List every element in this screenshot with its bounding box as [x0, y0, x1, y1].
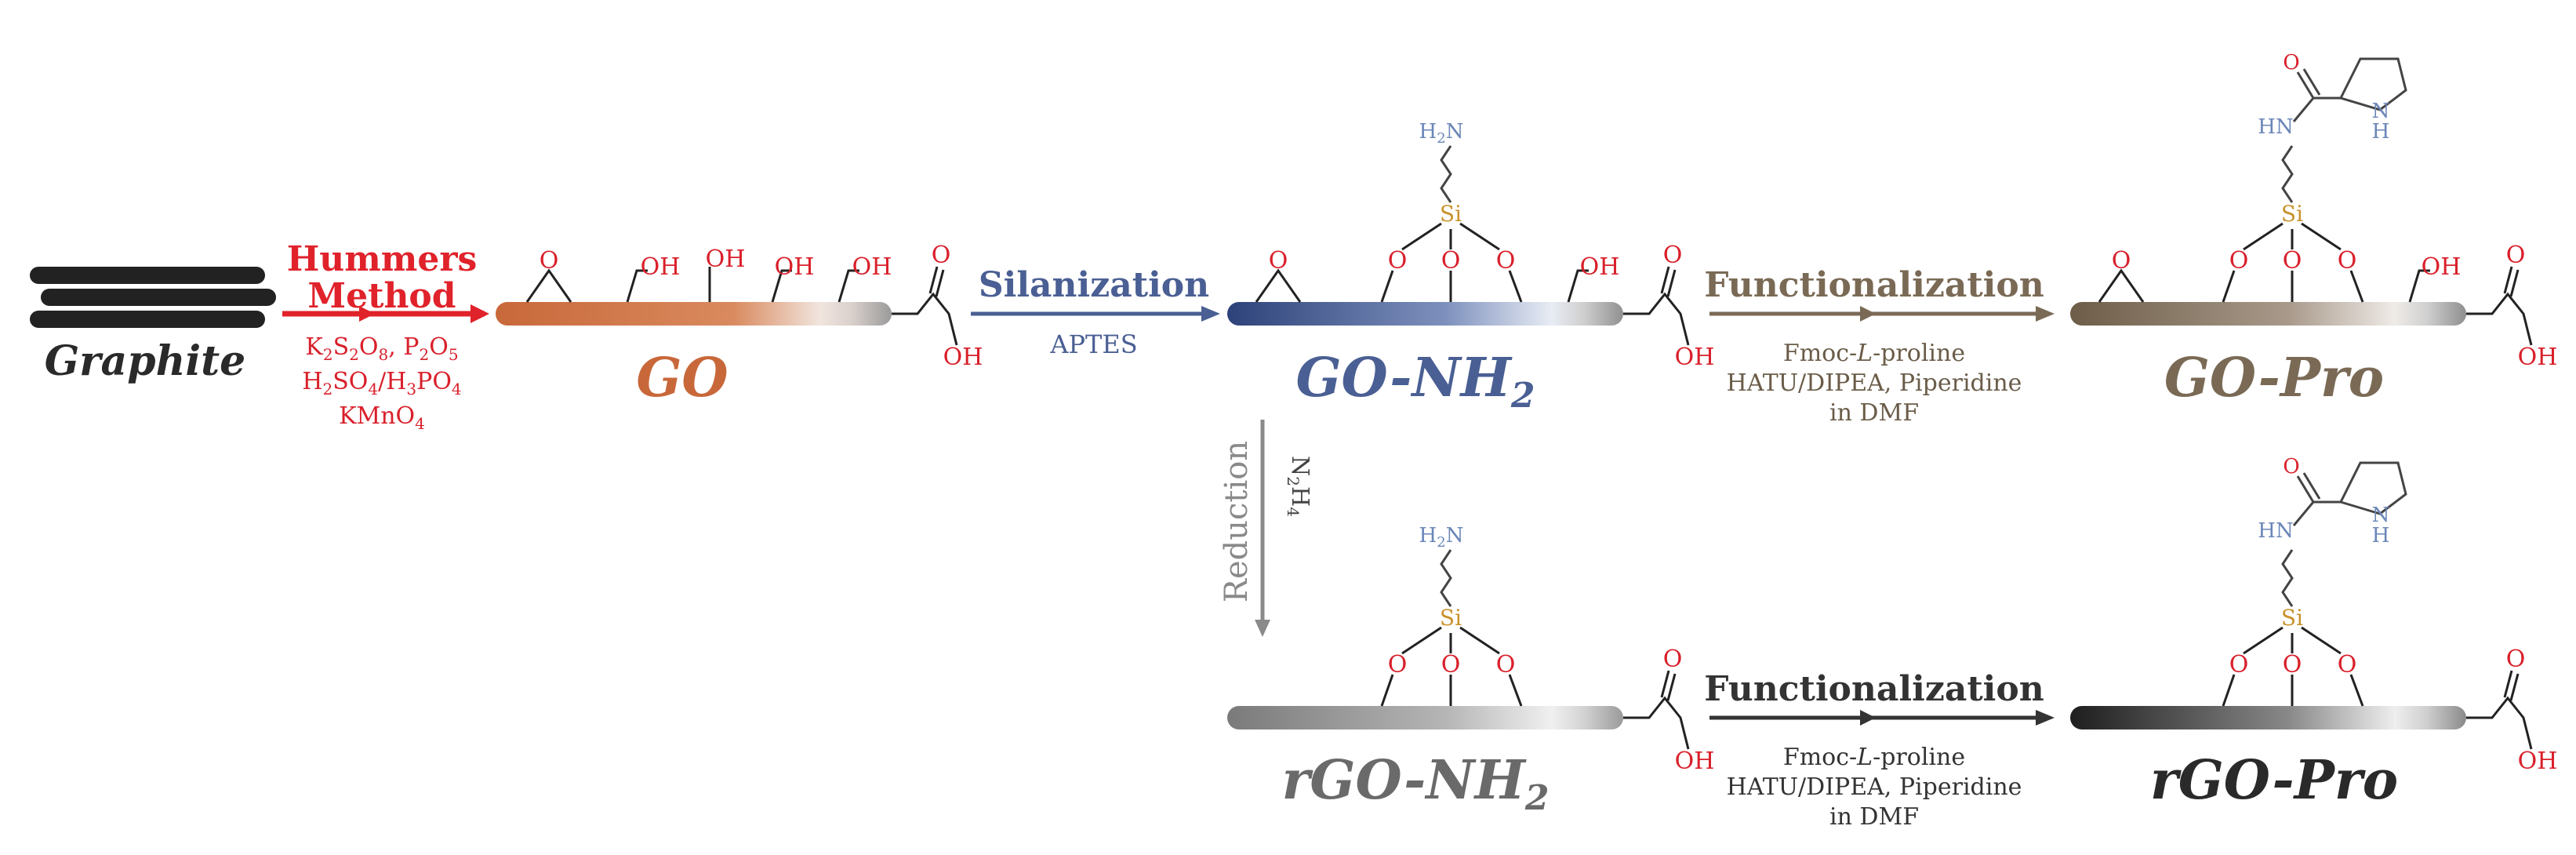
hummers-title-line1: Hummers [287, 239, 478, 279]
rgopro-cooh-oh: OH [2518, 748, 2558, 775]
rgopro-ring-n: N [2372, 504, 2390, 527]
functionalization-bottom-step: Functionalization Fmoc-L-proline HATU/DI… [1704, 669, 2055, 831]
functionalization-bottom-title: Functionalization [1704, 669, 2044, 709]
reduction-title: Reduction [1219, 441, 1255, 602]
rgopro-si: Si [2281, 605, 2303, 631]
functionalization-top-reagent-2: HATU/DIPEA, Piperidine [1727, 369, 2022, 397]
go-pro-label: GO-Pro [2164, 347, 2384, 409]
rgopro-cooh-o: O [2506, 646, 2526, 673]
go-oh-2: OH [706, 246, 746, 273]
gonh2-si-o-1: O [1388, 247, 1408, 275]
rgopro-si-o-2: O [2283, 651, 2302, 679]
functionalization-top-arrowhead [2036, 306, 2055, 322]
reduction-step: Reduction N2H4 [1219, 420, 1313, 637]
functionalization-top-step: Functionalization Fmoc-L-proline HATU/DI… [1704, 265, 2055, 427]
go-nh2-label: GO-NH2 [1295, 347, 1535, 416]
functionalization-top-reagent-3: in DMF [1829, 399, 1919, 427]
go-cooh-oh: OH [943, 344, 983, 371]
hummers-reagent-1: K2S2O8, P2O5 [305, 333, 458, 364]
gopro-epoxide-o: O [2112, 247, 2131, 275]
gopro-hn: HN [2258, 115, 2293, 139]
rgo-pro-label: rGO-Pro [2150, 749, 2398, 812]
silanization-title: Silanization [979, 265, 1209, 305]
gopro-amide-o: O [2283, 51, 2299, 75]
gopro-ring-h: H [2372, 120, 2390, 144]
rgo-pro-sheet: O O O Si HN O N H O OH [2070, 455, 2557, 775]
go-cooh-o: O [932, 242, 951, 269]
rgonh2-h2n: H2N [1419, 524, 1464, 551]
reduction-arrowhead [1255, 620, 1270, 637]
go-oh-4: OH [852, 253, 892, 281]
rgonh2-si: Si [1440, 605, 1462, 631]
gopro-si: Si [2281, 201, 2303, 227]
gonh2-epoxide-o: O [1269, 247, 1288, 275]
go-sheet: O OH OH OH OH O OH [496, 242, 983, 371]
rgonh2-cooh-o: O [1663, 646, 1683, 673]
gopro-cooh-oh: OH [2518, 344, 2558, 371]
hummers-step: Hummers Method K2S2O8, P2O5 H2SO4/H3PO4 … [282, 239, 489, 433]
go-label: GO [636, 347, 728, 409]
hummers-reagent-3: KMnO4 [339, 402, 425, 433]
gopro-si-o-2: O [2283, 247, 2302, 275]
hummers-title-line2: Method [307, 276, 456, 316]
silanization-step: Silanization APTES [971, 265, 1220, 359]
gonh2-cooh-oh: OH [1675, 344, 1715, 371]
rgopro-hn: HN [2258, 519, 2293, 543]
gopro-cooh-o: O [2506, 242, 2526, 269]
gonh2-cooh-o: O [1663, 242, 1683, 269]
rgonh2-si-o-2: O [1441, 651, 1461, 679]
go-nh2-sheet: O O O O Si H2N OH O OH [1227, 120, 1714, 371]
gonh2-si: Si [1440, 201, 1462, 227]
functionalization-top-reagent-1: Fmoc-L-proline [1783, 340, 1965, 367]
rgopro-amide-o: O [2283, 455, 2299, 478]
functionalization-bottom-reagent-2: HATU/DIPEA, Piperidine [1727, 773, 2022, 801]
functionalization-top-title: Functionalization [1704, 265, 2044, 305]
silanization-reagent: APTES [1049, 329, 1137, 359]
hummers-arrow-mark [359, 306, 375, 322]
rgo-nh2-sheet: O O O Si H2N O OH [1227, 524, 1714, 775]
silanization-arrowhead [1201, 306, 1220, 322]
functionalization-bottom-arrowhead [2036, 710, 2055, 726]
rgo-nh2-label: rGO-NH2 [1282, 749, 1550, 818]
gopro-oh: OH [2422, 253, 2462, 281]
reduction-reagent: N2H4 [1284, 456, 1313, 517]
gonh2-si-o-3: O [1496, 247, 1516, 275]
gopro-si-o-1: O [2229, 247, 2249, 275]
rgopro-ring-h: H [2372, 524, 2390, 548]
go-epoxide-o: O [540, 247, 559, 275]
functionalization-bottom-arrow-mark [1860, 710, 1876, 726]
go-pro-sheet: O O O O Si HN O N H OH O OH [2070, 51, 2557, 371]
graphite-stack [30, 267, 276, 328]
rgonh2-cooh-oh: OH [1675, 748, 1715, 775]
gonh2-h2n: H2N [1419, 120, 1464, 147]
hummers-arrowhead [471, 304, 489, 323]
functionalization-bottom-reagent-3: in DMF [1829, 803, 1919, 831]
gonh2-oh: OH [1580, 253, 1620, 281]
hummers-reagent-2: H2SO4/H3PO4 [302, 368, 461, 398]
functionalization-bottom-reagent-1: Fmoc-L-proline [1783, 744, 1965, 771]
gopro-ring-n: N [2372, 100, 2390, 123]
rgonh2-si-o-3: O [1496, 651, 1516, 679]
functionalization-top-arrow-mark [1860, 306, 1876, 322]
go-oh-3: OH [775, 253, 815, 281]
rgopro-si-o-3: O [2338, 651, 2357, 679]
go-oh-1: OH [641, 253, 681, 281]
gopro-si-o-3: O [2338, 247, 2357, 275]
graphite-label: Graphite [45, 337, 246, 385]
gonh2-si-o-2: O [1441, 247, 1461, 275]
rgonh2-si-o-1: O [1388, 651, 1408, 679]
rgopro-si-o-1: O [2229, 651, 2249, 679]
